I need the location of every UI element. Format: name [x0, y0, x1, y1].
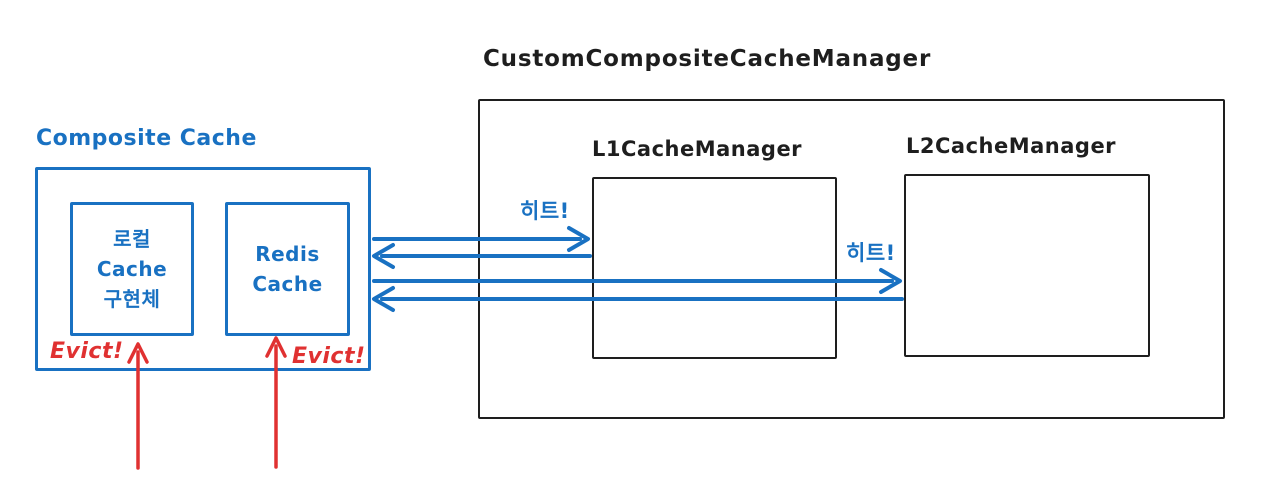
redis-cache-node-label: Redis Cache: [252, 242, 323, 296]
local-cache-node: 로컬 Cache 구현체: [70, 202, 194, 336]
hit-l1-label: 히트!: [520, 199, 570, 223]
composite-cache-title: Composite Cache: [36, 126, 257, 151]
custom-composite-cache-manager-box: [478, 99, 1225, 419]
hit-l2-label: 히트!: [846, 241, 896, 265]
evict-right-label: Evict!: [292, 344, 366, 369]
l1-cache-manager-box: [592, 177, 837, 359]
evict-left-label: Evict!: [50, 339, 124, 364]
l1-cache-manager-label: L1CacheManager: [592, 137, 803, 161]
l2-cache-manager-box: [904, 174, 1150, 357]
composite-cache-box: [35, 167, 371, 371]
local-cache-node-label: 로컬 Cache 구현체: [96, 227, 168, 311]
redis-cache-node: Redis Cache: [225, 202, 350, 336]
l2-cache-manager-label: L2CacheManager: [906, 134, 1117, 158]
custom-composite-cache-manager-title: CustomCompositeCacheManager: [483, 46, 932, 72]
